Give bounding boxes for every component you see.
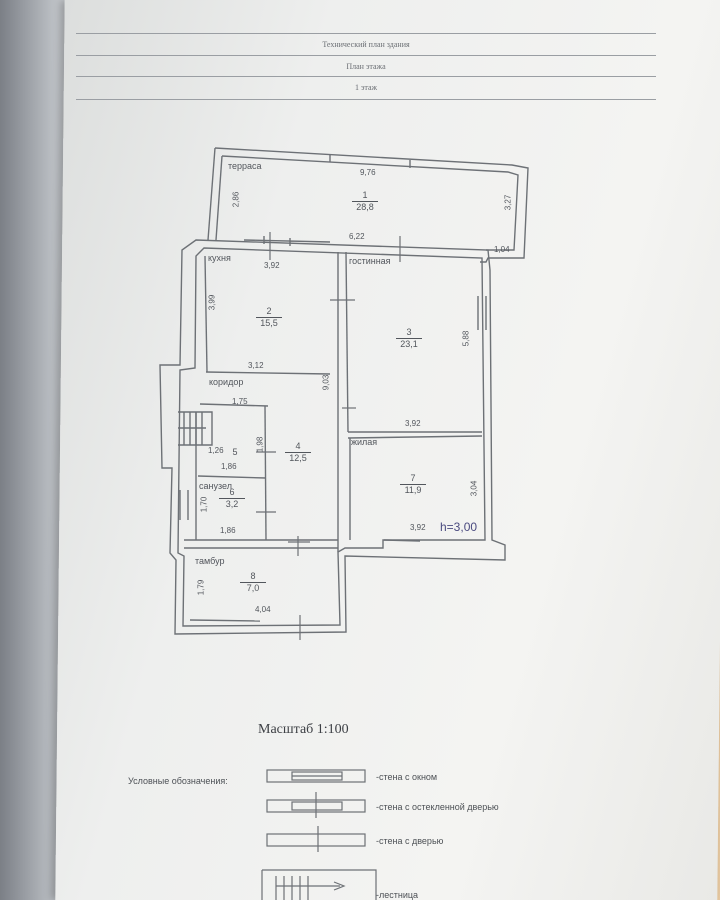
room-label-terrace: терраса <box>228 161 262 171</box>
dim-kitchen-bottom: 3,12 <box>248 361 264 370</box>
room-label-bedroom: жилая <box>351 437 378 447</box>
room-8-area: 7,0 <box>246 583 260 593</box>
room-1-number: 1 <box>352 190 378 202</box>
legend-item-glazed-door: -стена с остекленной дверью <box>376 802 499 812</box>
dim-living-bottom: 3,92 <box>405 419 421 428</box>
legend-stairs-icon <box>261 869 377 900</box>
room-7-number: 7 <box>400 473 426 485</box>
dim-bedroom-width: 3,92 <box>410 523 426 532</box>
dim-corridor-width: 1,75 <box>232 397 248 406</box>
ceiling-height: h=3,00 <box>440 520 478 534</box>
legend-item-door: -стена с дверью <box>376 836 444 846</box>
room-8-number: 8 <box>240 571 266 583</box>
legend-item-window: -стена с окном <box>376 772 438 782</box>
room-3-number: 3 <box>396 327 422 339</box>
header-line-2: План этажа <box>346 62 386 71</box>
dim-kitchen-width: 3,92 <box>264 261 280 270</box>
room-4-number: 4 <box>285 441 311 453</box>
room-label-vestibule: тамбур <box>195 556 225 566</box>
legend-title: Условные обозначения: <box>128 776 228 786</box>
room-label-bathroom: санузел <box>199 481 232 491</box>
dim-vestibule-width: 4,04 <box>255 605 271 614</box>
room-label-corridor: коридор <box>209 377 244 387</box>
room-3-area: 23,1 <box>400 339 418 349</box>
legend-window-wall-icon <box>266 769 366 783</box>
room-2-area: 15,5 <box>260 318 278 328</box>
header-line-1: Технический план здания <box>322 40 410 49</box>
header-title: Технический план здания <box>76 33 656 56</box>
room-5-number: 5 <box>232 447 238 457</box>
room-7-area: 11,9 <box>404 485 422 495</box>
dim-bath-width: 1,86 <box>220 526 236 535</box>
room-5-tag: 5 <box>228 447 242 458</box>
room-1-area: 28,8 <box>356 202 374 212</box>
scale-label: Масштаб 1:100 <box>258 722 349 737</box>
room-4-area: 12,5 <box>289 453 307 463</box>
room-2-number: 2 <box>256 306 282 318</box>
dim-terrace-width: 9,76 <box>360 168 376 177</box>
dim-room5-width: 1,86 <box>221 462 237 471</box>
room-label-kitchen: кухня <box>208 253 231 263</box>
legend-door-wall-icon <box>266 833 366 847</box>
room-6-area: 3,2 <box>225 499 239 509</box>
legend-item-stairs: -лестница <box>376 890 419 900</box>
dim-terrace-corner: 1,04 <box>494 245 510 254</box>
room-6-number: 6 <box>219 487 245 499</box>
header-line-3: 1 этаж <box>354 83 378 92</box>
dim-room5-a: 1,26 <box>208 446 224 455</box>
header-subtitle: План этажа <box>76 55 656 78</box>
room-label-living: гостинная <box>349 256 391 266</box>
header-floor: 1 этаж <box>76 76 656 100</box>
dim-terrace-bottom: 6,22 <box>349 232 365 241</box>
